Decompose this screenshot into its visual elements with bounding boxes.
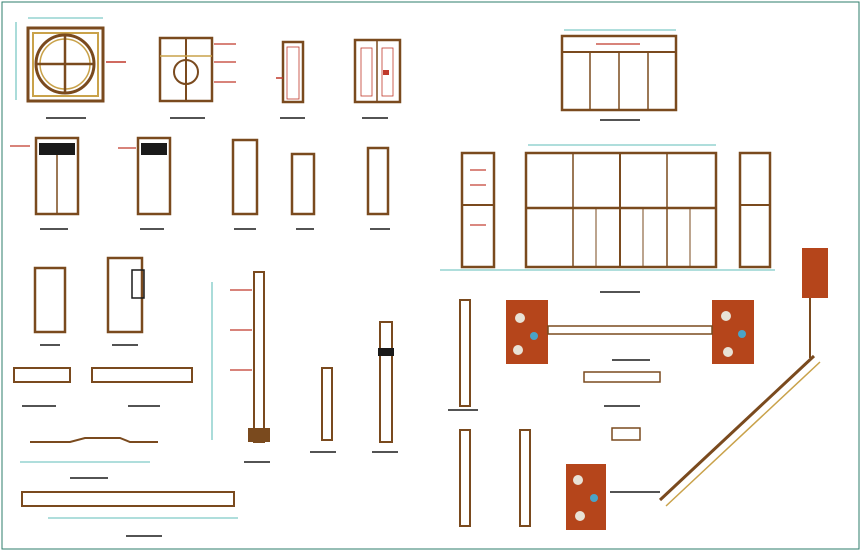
door-type-e-elevation: [366, 146, 390, 230]
wardrobe-left-elevation: [460, 151, 496, 269]
door-type-g-elevation: [106, 256, 145, 346]
wall-plan-section: [547, 325, 713, 361]
double-window-elevation: [158, 36, 236, 119]
vertical-section-short: [310, 367, 336, 453]
vertical-section-frame: [372, 321, 398, 453]
double-door-elevation: [353, 38, 402, 119]
stone-block-left: [506, 300, 548, 364]
stone-block-right: [712, 300, 754, 364]
stone-block-bottom: [566, 464, 606, 530]
horizontal-section-b: [91, 367, 193, 407]
door-type-f-elevation: [33, 266, 67, 346]
door-type-c-elevation: [231, 138, 259, 230]
cabinet-front-elevation: [560, 29, 678, 121]
jamb-section-b: [459, 429, 471, 527]
jamb-section-c: [519, 429, 531, 527]
horizontal-section-a: [13, 367, 71, 407]
horizontal-section-d: [21, 491, 238, 537]
jamb-section-a: [448, 299, 478, 411]
door-type-a-elevation: [10, 136, 80, 230]
wardrobe-main-elevation: [440, 144, 775, 293]
detail-small-section: [611, 427, 641, 441]
vertical-section-long: [211, 271, 270, 463]
diagonal-wall-section: [610, 248, 828, 507]
door-type-d-elevation: [290, 152, 316, 230]
door-plan-section: [583, 371, 661, 407]
horizontal-section-c: [20, 437, 158, 479]
window-circle-elevation: [15, 17, 126, 119]
door-type-b-elevation: [118, 136, 172, 230]
single-door-elevation: [276, 40, 305, 119]
wardrobe-right-elevation: [738, 151, 772, 269]
